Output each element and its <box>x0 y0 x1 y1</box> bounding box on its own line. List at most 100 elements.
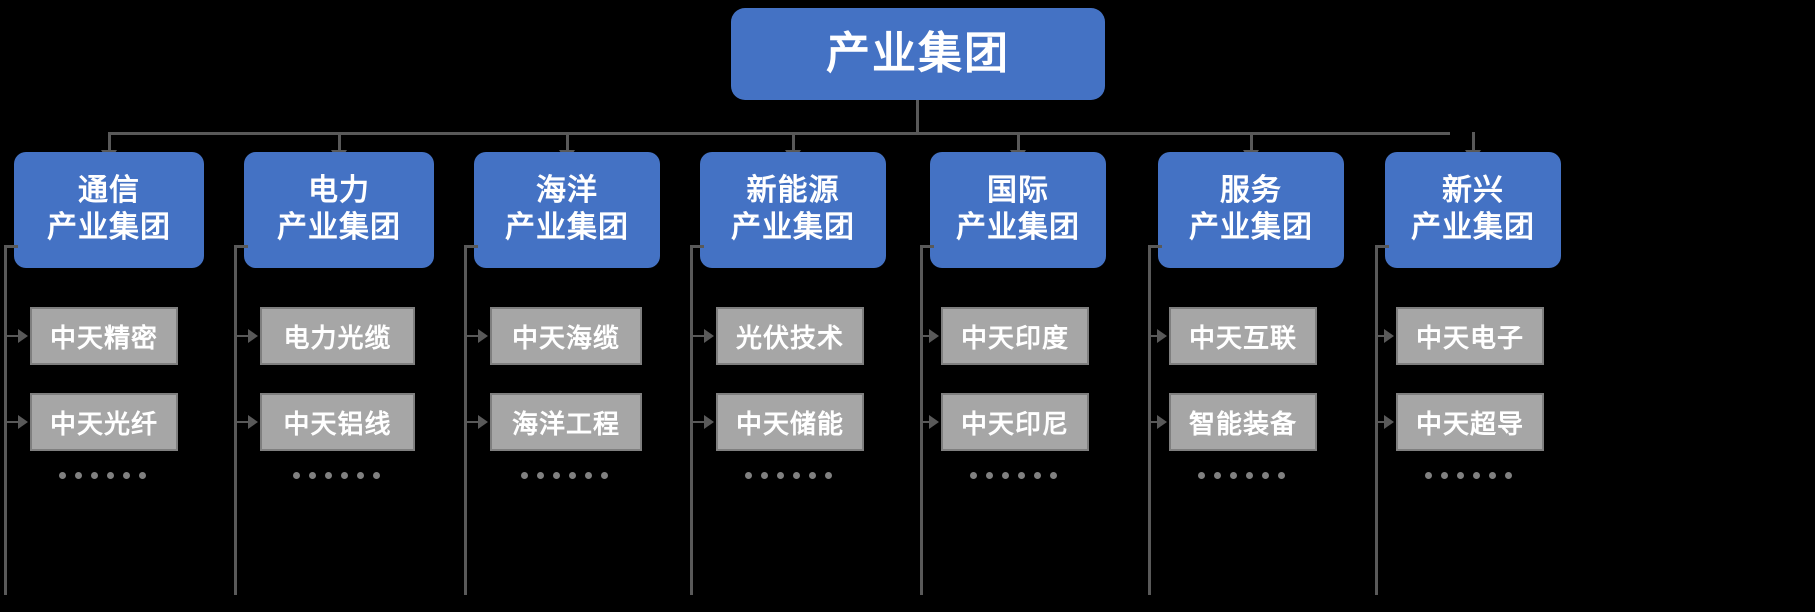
group-node-marine[interactable]: 海洋 产业集团 <box>474 152 660 268</box>
child-link-power-1 <box>237 421 249 423</box>
child-node-power-0[interactable]: 电力光缆 <box>260 307 415 365</box>
child-link-new-energy-1 <box>693 421 705 423</box>
child-node-marine-0[interactable]: 中天海缆 <box>490 307 642 365</box>
spine-tick-service <box>1148 245 1162 248</box>
child-link-service-0 <box>1151 335 1158 337</box>
ellipsis-dot <box>1230 472 1237 479</box>
group-node-new-energy[interactable]: 新能源 产业集团 <box>700 152 886 268</box>
spine-tick-power <box>234 245 248 248</box>
child-arrow-power-1 <box>248 415 258 429</box>
child-link-new-energy-0 <box>693 335 705 337</box>
ellipsis-communication <box>59 472 146 479</box>
child-arrow-emerging-1 <box>1384 415 1394 429</box>
ellipsis-dot <box>1457 472 1464 479</box>
ellipsis-dot <box>825 472 832 479</box>
group-node-label-emerging: 新兴 产业集团 <box>1411 174 1535 244</box>
ellipsis-dot <box>809 472 816 479</box>
ellipsis-dot <box>1489 472 1496 479</box>
group-node-label-service: 服务 产业集团 <box>1189 174 1313 244</box>
child-node-communication-1[interactable]: 中天光纤 <box>30 393 178 451</box>
child-arrow-communication-0 <box>18 329 28 343</box>
ellipsis-dot <box>745 472 752 479</box>
child-arrow-international-0 <box>929 329 939 343</box>
connector-drop-new-energy <box>792 132 795 154</box>
child-arrow-emerging-0 <box>1384 329 1394 343</box>
ellipsis-dot <box>292 472 300 479</box>
spine-tick-international <box>920 245 934 248</box>
ellipsis-power <box>292 472 380 479</box>
ellipsis-dot <box>340 472 348 479</box>
group-node-communication[interactable]: 通信 产业集团 <box>14 152 204 268</box>
child-arrow-marine-0 <box>478 329 488 343</box>
spine-international <box>920 245 923 595</box>
child-link-international-1 <box>923 421 930 423</box>
ellipsis-dot <box>537 472 544 479</box>
ellipsis-dot <box>1034 472 1041 479</box>
spine-service <box>1148 245 1151 595</box>
spine-communication <box>4 245 7 595</box>
child-link-communication-1 <box>7 421 19 423</box>
root-node-label: 产业集团 <box>826 28 1010 78</box>
child-link-international-0 <box>923 335 930 337</box>
child-node-label-service-1: 智能装备 <box>1188 408 1297 439</box>
ellipsis-dot <box>123 472 130 479</box>
child-arrow-communication-1 <box>18 415 28 429</box>
spine-tick-emerging <box>1375 245 1389 248</box>
ellipsis-dot <box>986 472 993 479</box>
group-node-international[interactable]: 国际 产业集团 <box>930 152 1106 268</box>
ellipsis-dot <box>1050 472 1057 479</box>
child-node-power-1[interactable]: 中天铝线 <box>260 393 415 451</box>
spine-marine <box>464 245 467 595</box>
ellipsis-dot <box>569 472 576 479</box>
connector-drop-service <box>1250 132 1253 154</box>
ellipsis-dot <box>356 472 364 479</box>
ellipsis-international <box>970 472 1057 479</box>
ellipsis-dot <box>139 472 146 479</box>
child-node-label-marine-1: 海洋工程 <box>511 408 620 439</box>
ellipsis-dot <box>1198 472 1205 479</box>
child-link-emerging-0 <box>1378 335 1385 337</box>
child-node-label-new-energy-1: 中天储能 <box>735 408 844 439</box>
ellipsis-dot <box>75 472 82 479</box>
child-node-label-service-0: 中天互联 <box>1188 322 1297 353</box>
root-node-produce-group[interactable]: 产业集团 <box>731 8 1105 100</box>
spine-tick-marine <box>464 245 478 248</box>
child-node-communication-0[interactable]: 中天精密 <box>30 307 178 365</box>
child-node-international-1[interactable]: 中天印尼 <box>941 393 1089 451</box>
child-link-communication-0 <box>7 335 19 337</box>
ellipsis-dot <box>1214 472 1221 479</box>
child-node-emerging-1[interactable]: 中天超导 <box>1396 393 1544 451</box>
child-node-new-energy-1[interactable]: 中天储能 <box>716 393 864 451</box>
group-node-emerging[interactable]: 新兴 产业集团 <box>1385 152 1561 268</box>
ellipsis-dot <box>1002 472 1009 479</box>
ellipsis-dot <box>107 472 114 479</box>
ellipsis-dot <box>761 472 768 479</box>
spine-tick-communication <box>4 245 18 248</box>
child-arrow-new-energy-0 <box>704 329 714 343</box>
child-arrow-new-energy-1 <box>704 415 714 429</box>
child-link-emerging-1 <box>1378 421 1385 423</box>
child-node-label-marine-0: 中天海缆 <box>511 322 620 353</box>
child-node-label-power-0: 电力光缆 <box>283 322 392 353</box>
ellipsis-dot <box>585 472 592 479</box>
child-link-service-1 <box>1151 421 1158 423</box>
child-node-emerging-0[interactable]: 中天电子 <box>1396 307 1544 365</box>
child-node-service-0[interactable]: 中天互联 <box>1169 307 1317 365</box>
ellipsis-dot <box>1441 472 1448 479</box>
ellipsis-dot <box>308 472 316 479</box>
ellipsis-dot <box>1425 472 1432 479</box>
child-node-service-1[interactable]: 智能装备 <box>1169 393 1317 451</box>
group-node-power[interactable]: 电力 产业集团 <box>244 152 434 268</box>
connector-drop-communication <box>108 132 111 154</box>
ellipsis-emerging <box>1425 472 1512 479</box>
ellipsis-dot <box>1018 472 1025 479</box>
child-arrow-marine-1 <box>478 415 488 429</box>
child-node-label-emerging-0: 中天电子 <box>1415 322 1524 353</box>
child-node-new-energy-0[interactable]: 光伏技术 <box>716 307 864 365</box>
child-arrow-service-0 <box>1157 329 1167 343</box>
group-node-service[interactable]: 服务 产业集团 <box>1158 152 1344 268</box>
child-node-international-0[interactable]: 中天印度 <box>941 307 1089 365</box>
group-node-label-new-energy: 新能源 产业集团 <box>731 174 855 244</box>
child-node-marine-1[interactable]: 海洋工程 <box>490 393 642 451</box>
